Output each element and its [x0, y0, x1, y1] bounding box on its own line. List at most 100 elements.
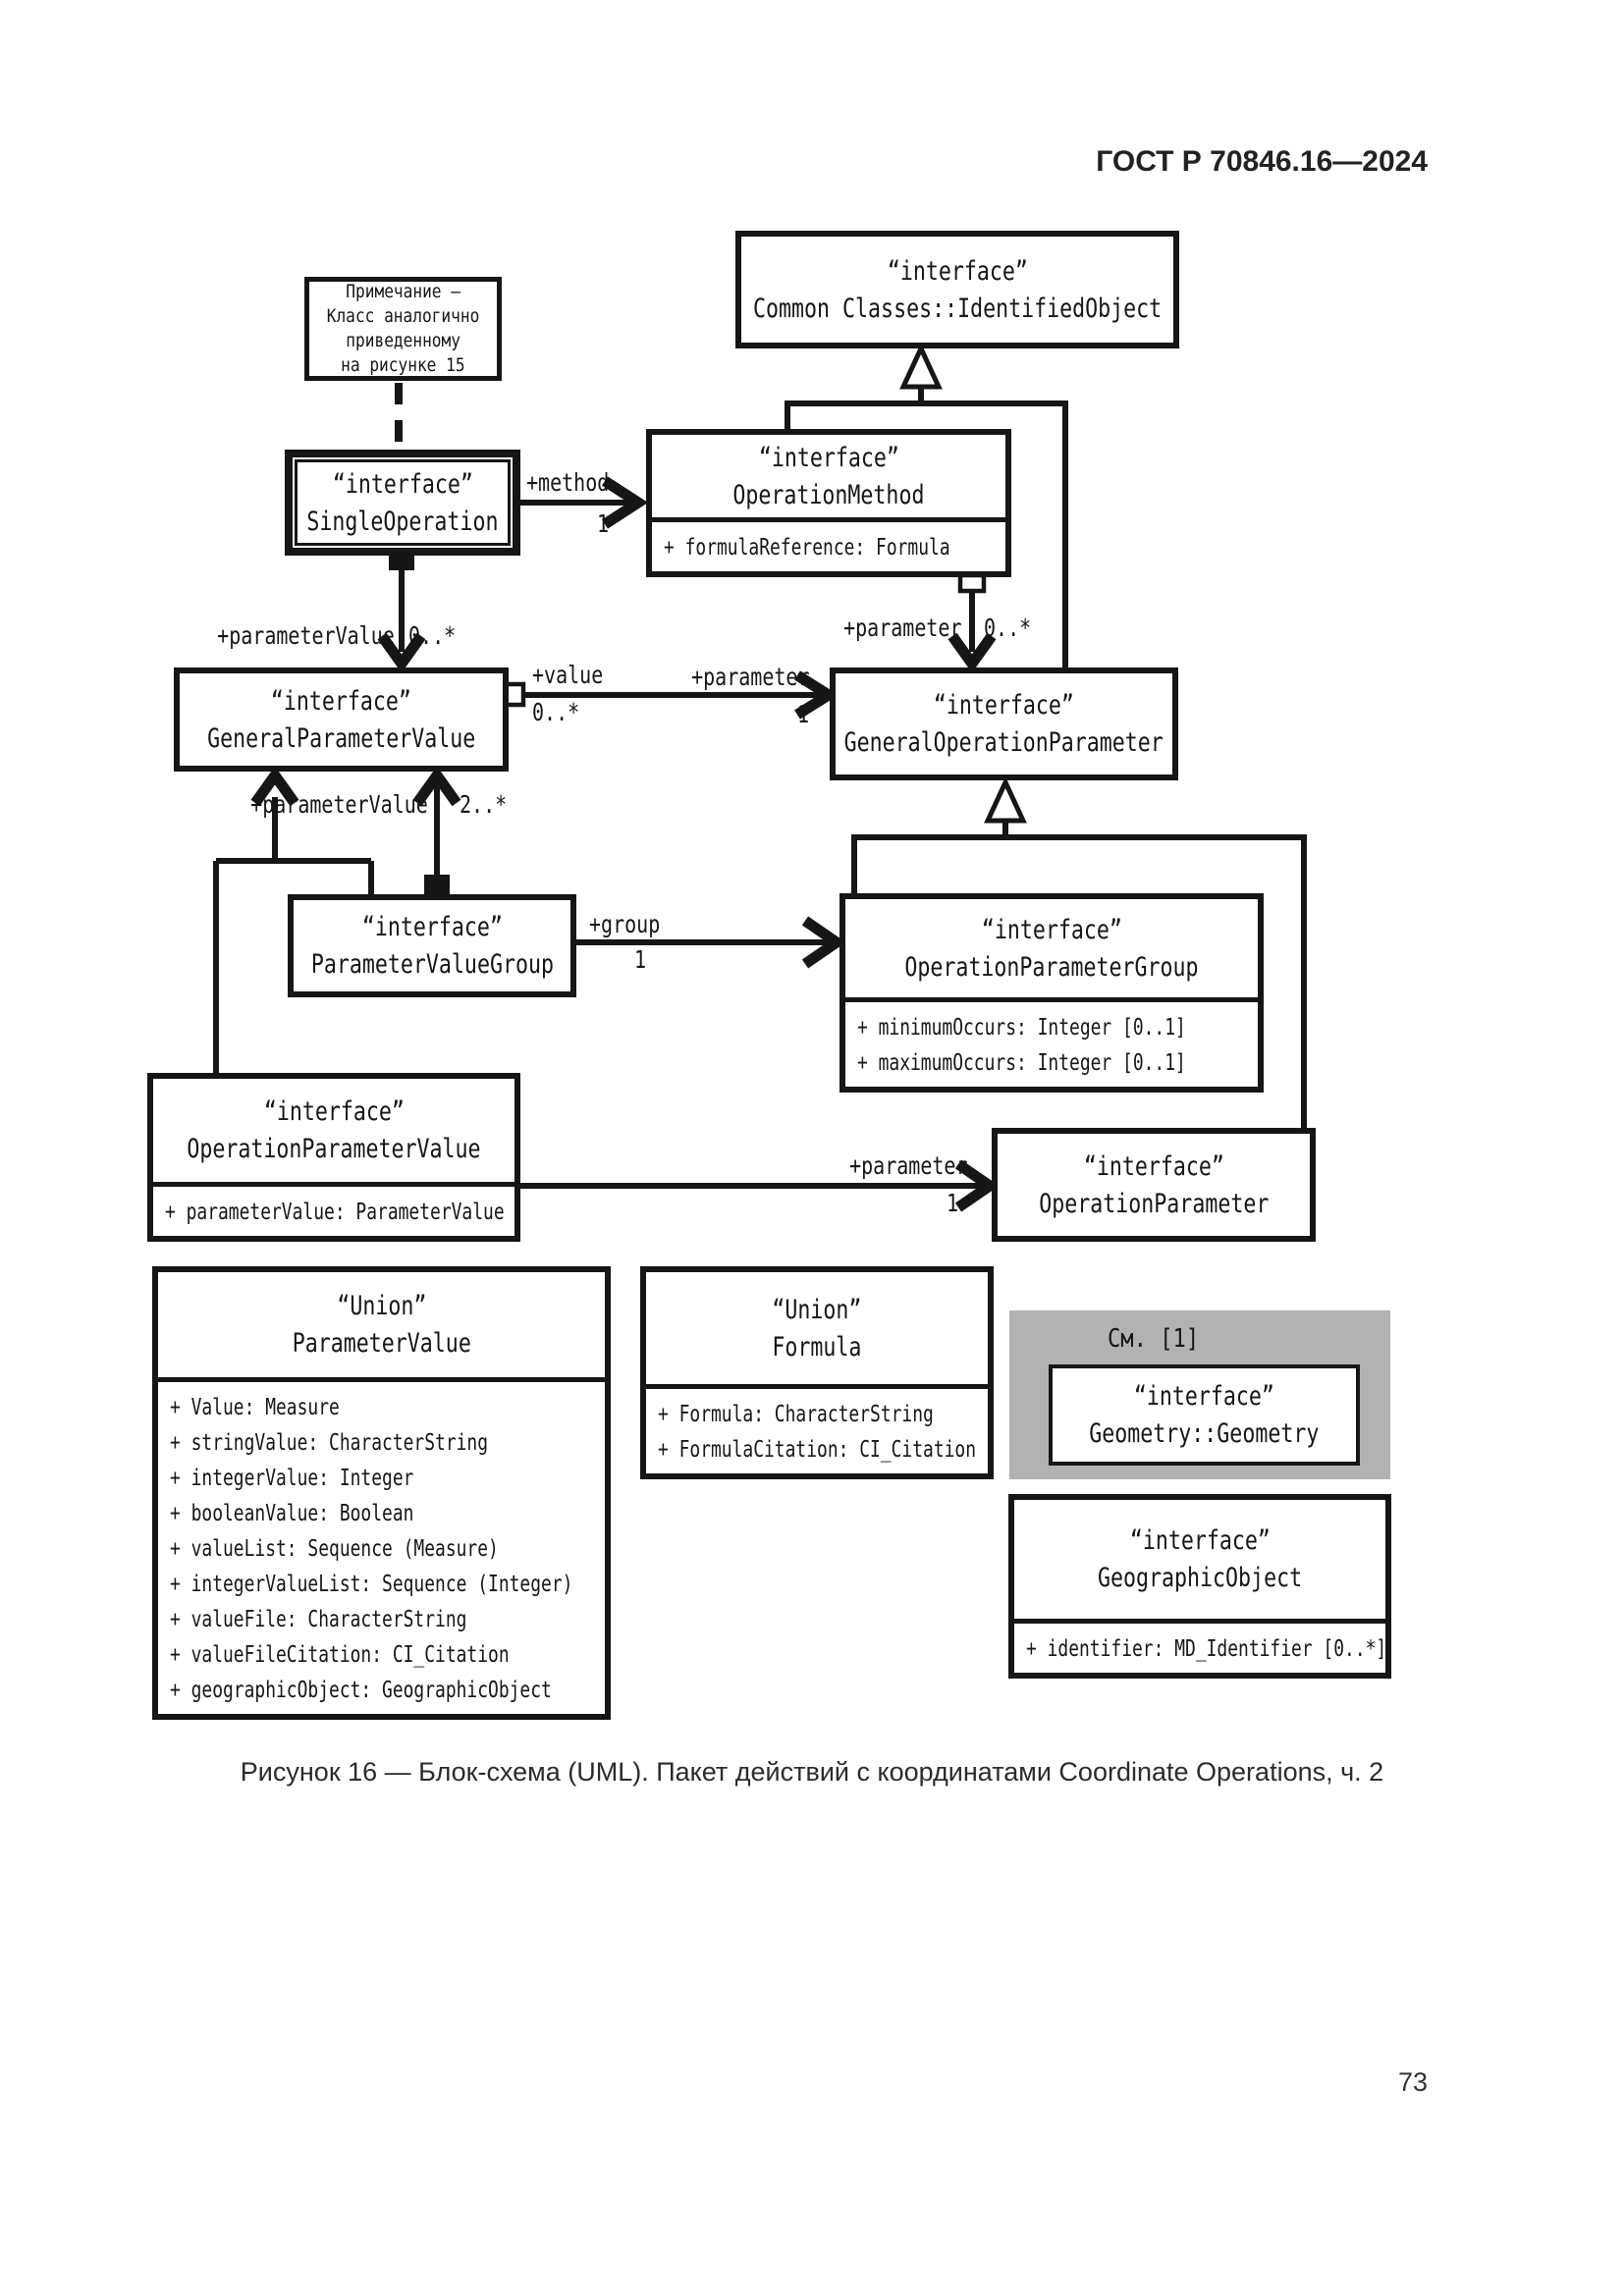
edge-label-group-mult: 1 — [634, 945, 647, 974]
page-number: 73 — [1398, 2067, 1429, 2097]
class-title: “interface” OperationMethod — [652, 435, 1005, 517]
attribute-row: + booleanValue: Boolean — [170, 1501, 414, 1526]
attribute-compartment: + identifier: MD_Identifier [0..*] — [1014, 1619, 1387, 1673]
composition-single-parameter-value — [377, 550, 426, 673]
edge-label-single-parameter-value-role: +parameterValue — [217, 621, 395, 650]
see-reference-label: См. [1] — [1108, 1324, 1200, 1354]
class-title: “interface” GeographicObject — [1014, 1500, 1385, 1619]
class-name: GeneralOperationParameter — [843, 727, 1164, 758]
attribute-row: + stringValue: CharacterString — [170, 1430, 489, 1456]
stereotype: “interface” — [1083, 1150, 1224, 1182]
generalization-general-operation-parameter — [851, 776, 1307, 1131]
stereotype: “interface” — [361, 912, 503, 942]
attribute-row: + integerValue: Integer — [170, 1466, 414, 1491]
class-name: ParameterValueGroup — [310, 949, 554, 980]
association-method — [520, 476, 649, 529]
association-value-parameter — [503, 670, 839, 720]
edge-label-method-parameter-mult: 0..* — [984, 614, 1032, 642]
class-box-operation-parameter-value: “interface” OperationParameterValue + pa… — [147, 1073, 520, 1242]
edge-label-opv-parameter-mult: 1 — [947, 1189, 959, 1217]
class-name: OperationParameter — [1038, 1188, 1270, 1219]
class-box-operation-method: “interface” OperationMethod + formulaRef… — [646, 429, 1011, 577]
attribute-row: + integerValueList: Sequence (Integer) — [170, 1572, 573, 1597]
class-box-single-operation: “interface” SingleOperation — [285, 450, 520, 556]
class-title: “interface” OperationParameter — [998, 1134, 1310, 1236]
stereotype: “interface” — [981, 914, 1122, 945]
class-title: “Union” Formula — [646, 1272, 988, 1384]
edge-label-single-parameter-value-mult: 0..* — [408, 621, 457, 650]
attribute-row: + formulaReference: Formula — [664, 535, 950, 561]
class-box-formula-union: “Union” Formula + Formula: CharacterStri… — [640, 1266, 994, 1479]
edge-label-group-parameter-value-mult: 2..* — [460, 790, 508, 819]
class-name: GeographicObject — [1097, 1563, 1303, 1593]
attribute-row: приведенному — [346, 330, 460, 351]
class-name: OperationParameterGroup — [904, 951, 1199, 983]
edge-label-group-parameter-value-role: +parameterValue — [250, 790, 428, 819]
attribute-row: + valueList: Sequence (Measure) — [170, 1536, 499, 1562]
attribute-row: + minimumOccurs: Integer [0..1] — [857, 1015, 1186, 1041]
class-box-parameter-value-group: “interface” ParameterValueGroup — [288, 894, 576, 997]
stereotype: “interface” — [270, 685, 412, 717]
class-name: OperationParameterValue — [187, 1134, 481, 1164]
attribute-row: + identifier: MD_Identifier [0..*] — [1026, 1636, 1387, 1662]
class-box-parameter-value-union: “Union” ParameterValue + Value: Measure+… — [152, 1266, 611, 1720]
attribute-row: + Formula: CharacterString — [658, 1402, 934, 1427]
stereotype: “interface” — [758, 442, 899, 473]
edge-label-method-parameter-role: +parameter — [843, 614, 962, 642]
attribute-row: Примечание — — [346, 281, 460, 302]
attribute-row: на рисунке 15 — [341, 354, 465, 376]
stereotype: “Union” — [772, 1294, 862, 1325]
class-box-operation-parameter: “interface” OperationParameter — [992, 1128, 1316, 1242]
composition-method-parameter — [947, 572, 997, 673]
class-title: “interface” SingleOperation — [295, 459, 511, 546]
attribute-row: + valueFileCitation: CI_Citation — [170, 1642, 510, 1668]
edge-label-value-parameter-role: +parameter — [691, 663, 810, 691]
class-box-general-parameter-value: “interface” GeneralParameterValue — [174, 667, 509, 772]
standard-header: ГОСТ Р 70846.16—2024 — [1096, 145, 1428, 178]
attribute-compartment: + Formula: CharacterString + FormulaCitat… — [646, 1384, 988, 1473]
edge-label-method-mult: 1 — [597, 509, 610, 538]
stereotype: “Union” — [336, 1291, 427, 1321]
attribute-row: + valueFile: CharacterString — [170, 1607, 467, 1632]
generalization-general-parameter-value — [213, 766, 374, 1076]
attribute-row: + FormulaCitation: CI_Citation — [658, 1437, 977, 1463]
stereotype: “interface” — [1133, 1381, 1275, 1412]
class-title: “interface” OperationParameterGroup — [845, 899, 1258, 997]
attribute-compartment: + minimumOccurs: Integer [0..1] + maximum… — [845, 997, 1258, 1087]
class-name: GeneralParameterValue — [206, 722, 476, 754]
class-name: Common Classes::IdentifiedObject — [752, 293, 1163, 324]
attribute-compartment: + formulaReference: Formula — [652, 517, 1005, 571]
edge-label-value-parameter-mult: 1 — [797, 700, 810, 728]
stereotype: “interface” — [933, 690, 1075, 721]
attribute-row: + maximumOccurs: Integer [0..1] — [857, 1050, 1186, 1076]
class-box-identified-object: “interface” Common Classes::IdentifiedOb… — [735, 231, 1179, 348]
composition-group-parameter-value — [412, 766, 461, 895]
association-opv-parameter — [520, 1159, 1000, 1212]
attribute-row: + parameterValue: ParameterValue — [165, 1200, 505, 1225]
class-name: ParameterValue — [292, 1328, 471, 1359]
attribute-row: + Value: Measure — [170, 1395, 340, 1420]
attribute-compartment: + Value: Measure + stringValue: Character… — [158, 1377, 605, 1714]
attribute-compartment: + parameterValue: ParameterValue — [153, 1182, 514, 1236]
stereotype: “interface” — [263, 1096, 405, 1127]
class-box-general-operation-parameter: “interface” GeneralOperationParameter — [830, 667, 1178, 780]
generalization-identified-object — [785, 343, 1068, 670]
edge-label-value-role: +value — [532, 661, 604, 689]
class-title: “Union” ParameterValue — [158, 1272, 605, 1377]
stereotype: “interface” — [332, 468, 473, 500]
edge-label-opv-parameter-role: +parameter — [849, 1151, 968, 1180]
class-title: “interface” OperationParameterValue — [153, 1079, 514, 1182]
class-box-geometry: “interface” Geometry::Geometry — [1049, 1364, 1360, 1466]
see-reference-panel: См. [1] “interface” Geometry::Geometry — [1009, 1310, 1390, 1479]
class-name: Geometry::Geometry — [1089, 1418, 1320, 1449]
stereotype: “interface” — [887, 255, 1028, 287]
class-box-geographic-object: “interface” GeographicObject + identifie… — [1008, 1494, 1391, 1679]
class-title: “interface” Geometry::Geometry — [1053, 1368, 1356, 1462]
class-title: “interface” Common Classes::IdentifiedOb… — [741, 237, 1173, 343]
class-name: SingleOperation — [306, 506, 499, 537]
stereotype: “interface” — [1129, 1525, 1271, 1556]
figure-caption: Рисунок 16 — Блок-схема (UML). Пакет дей… — [240, 1757, 1384, 1787]
